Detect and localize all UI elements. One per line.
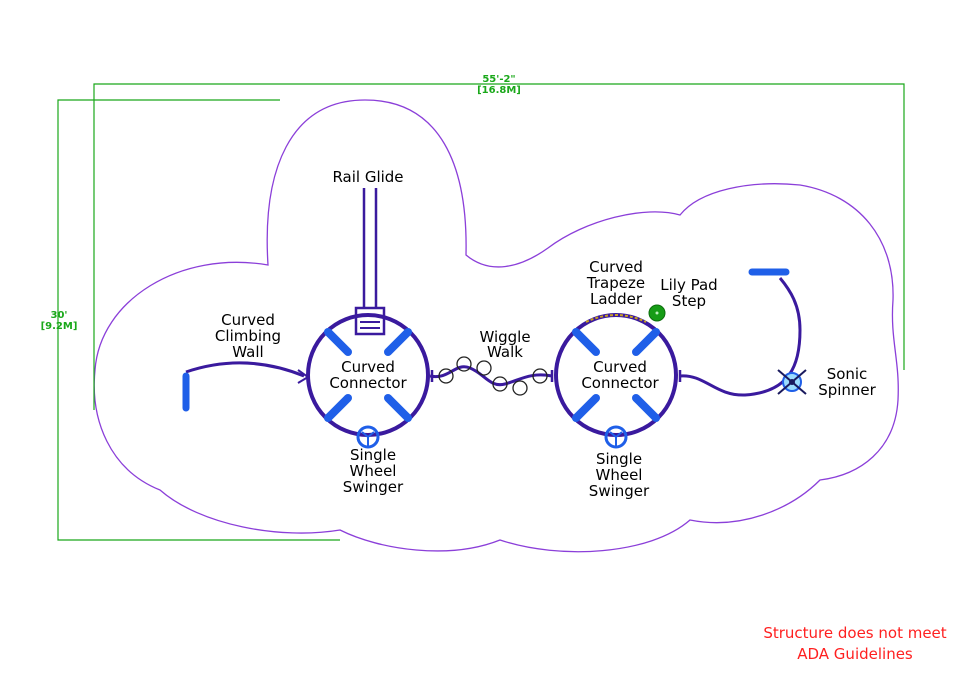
safety-zone-outline bbox=[93, 99, 899, 553]
label-swinger-right-2: Wheel bbox=[596, 466, 643, 484]
label-swinger-right-3: Swinger bbox=[589, 482, 650, 500]
ada-note-line-2: ADA Guidelines bbox=[797, 645, 913, 663]
label-wiggle-walk-1: Wiggle bbox=[479, 328, 530, 346]
label-lily-pad-1: Lily Pad bbox=[660, 276, 717, 294]
label-trapeze-ladder-1: Curved bbox=[589, 258, 643, 276]
dimension-lines bbox=[57, 83, 905, 541]
label-connector-left-2: Connector bbox=[329, 374, 407, 392]
label-swinger-left-2: Wheel bbox=[350, 462, 397, 480]
label-sonic-spinner-1: Sonic bbox=[827, 365, 868, 383]
height-dimension-m: [9.2M] bbox=[41, 321, 78, 332]
height-dimension-ft: 30' bbox=[51, 310, 68, 321]
label-trapeze-ladder-2: Trapeze bbox=[586, 274, 645, 292]
label-swinger-left-3: Swinger bbox=[343, 478, 404, 496]
width-dimension-m: [16.8M] bbox=[477, 85, 521, 96]
rail-glide[interactable] bbox=[354, 188, 386, 336]
label-climbing-wall-3: Wall bbox=[232, 343, 263, 361]
ada-note-line-1: Structure does not meet bbox=[763, 624, 946, 642]
label-swinger-right-1: Single bbox=[596, 450, 642, 468]
width-dimension-ft: 55'-2" bbox=[482, 74, 515, 85]
label-connector-left-1: Curved bbox=[341, 358, 395, 376]
label-rail-glide: Rail Glide bbox=[332, 168, 403, 186]
label-climbing-wall-2: Climbing bbox=[215, 327, 281, 345]
label-connector-right-1: Curved bbox=[593, 358, 647, 376]
curved-connector-left[interactable] bbox=[306, 313, 430, 437]
wiggle-walk[interactable] bbox=[429, 356, 554, 396]
sonic-spinner[interactable] bbox=[777, 369, 807, 395]
label-climbing-wall-1: Curved bbox=[221, 311, 275, 329]
label-connector-right-2: Connector bbox=[581, 374, 659, 392]
label-wiggle-walk-2: Walk bbox=[487, 343, 523, 361]
curved-climbing-wall[interactable] bbox=[182, 361, 310, 412]
curved-connector-right[interactable] bbox=[554, 313, 678, 437]
single-wheel-swinger-right[interactable] bbox=[604, 425, 628, 449]
single-wheel-swinger-left[interactable] bbox=[356, 425, 380, 449]
label-swinger-left-1: Single bbox=[350, 446, 396, 464]
label-lily-pad-2: Step bbox=[672, 292, 706, 310]
curved-trapeze-ladder[interactable] bbox=[585, 314, 647, 323]
label-trapeze-ladder-3: Ladder bbox=[590, 290, 643, 308]
label-sonic-spinner-2: Spinner bbox=[818, 381, 876, 399]
lily-pad-center-icon bbox=[655, 311, 659, 315]
